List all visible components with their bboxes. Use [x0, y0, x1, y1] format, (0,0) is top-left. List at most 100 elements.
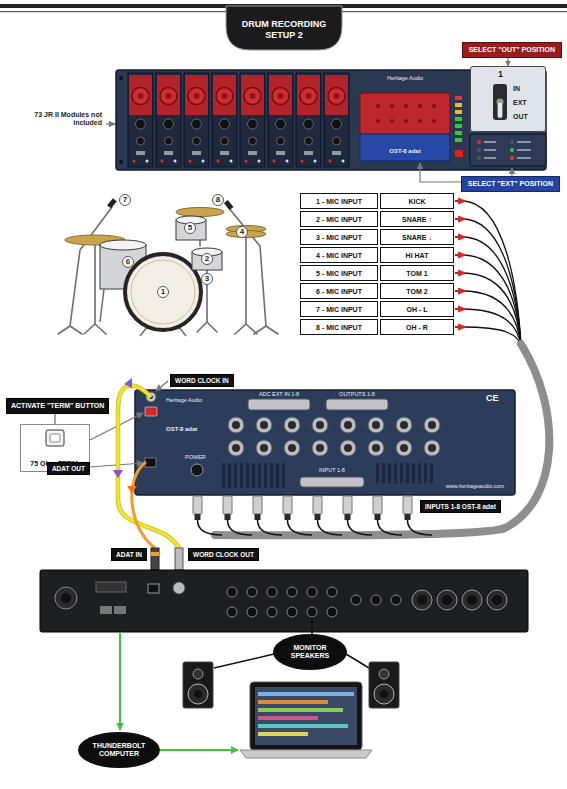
node-text: ACTIVATE "TERM" BUTTON [11, 402, 104, 410]
connector-label: WORD CLOCK IN [170, 374, 234, 387]
back-panel [232, 444, 240, 452]
mic-cable [455, 198, 521, 347]
preamp-rack [418, 104, 422, 108]
callout-number: 8 [212, 194, 224, 206]
panel-print: www.heritageaudio.com [446, 484, 504, 490]
preamp-rack [376, 104, 380, 108]
laptop [258, 732, 308, 736]
drum-kit [58, 198, 278, 336]
monitor-speaker [183, 662, 213, 708]
xlr-plug [228, 520, 253, 535]
preamp-rack [455, 150, 463, 157]
callout-number: 1 [157, 286, 169, 298]
back-panel [135, 390, 515, 495]
panel-print: ADC EXT IN 1-8 [259, 392, 299, 398]
back-panel [376, 463, 379, 483]
xlr-plug [288, 520, 313, 535]
node-text: SELECT "EXT" POSITION [468, 180, 553, 188]
preamp-rack [455, 110, 462, 114]
back-panel [372, 421, 380, 429]
audio-interface [55, 587, 77, 609]
node-text: 1 [498, 70, 503, 79]
thunderbolt-link [120, 632, 238, 750]
preamp-rack [296, 73, 321, 167]
table-cell: 6 - MIC INPUT [300, 283, 378, 299]
panel-print: POWER [185, 455, 206, 461]
node-text: ADAT IN [116, 551, 142, 558]
back-panel [228, 463, 231, 488]
mic-cable [458, 234, 467, 241]
laptop [258, 700, 328, 704]
xlr-plug [375, 514, 381, 520]
back-panel [256, 417, 272, 433]
connector-label: ADAT IN [111, 548, 147, 561]
table-cell: TOM 2 [380, 283, 454, 299]
callout-number: 5 [184, 222, 196, 234]
back-panel [246, 463, 249, 488]
audio-interface [96, 582, 126, 592]
node-text: THUNDERBOLT COMPUTER [91, 742, 147, 758]
audio-interface [412, 590, 507, 610]
xlr-plug [408, 520, 433, 535]
drum-kit [58, 326, 82, 334]
xlr-plug [405, 514, 411, 520]
audio-interface [307, 607, 317, 617]
mic-cable [455, 273, 521, 346]
mic-cable [458, 252, 467, 259]
switch-illustration [470, 66, 546, 132]
back-panel [396, 417, 412, 433]
audio-interface [487, 590, 507, 610]
back-panel [270, 463, 273, 488]
callout-number: 6 [122, 256, 134, 268]
instruction-tag: SELECT "OUT" POSITION [462, 42, 562, 58]
back-panel [284, 417, 300, 433]
xlr-plug [285, 514, 291, 520]
mic-cable [458, 198, 467, 205]
monitor-speaker [379, 669, 389, 679]
audio-interface [148, 584, 159, 593]
diagram-title: DRUM RECORDING SETUP 2 [238, 19, 330, 41]
monitor-speaker [194, 690, 202, 698]
preamp-rack [390, 119, 394, 123]
mic-cable [458, 198, 467, 331]
panel-print: INPUT 1-8 [319, 468, 345, 474]
drum-kit [100, 240, 146, 250]
audio-interface [351, 595, 361, 605]
back-panel [388, 463, 391, 483]
xlr-plug [255, 514, 261, 520]
monitor-speaker [188, 684, 208, 704]
back-panel [412, 463, 415, 483]
back-panel [400, 421, 408, 429]
callout-number: 4 [236, 226, 248, 238]
xlr-plug [403, 496, 412, 514]
xlr-plug [258, 520, 283, 535]
back-panel [326, 399, 388, 410]
back-panel [284, 440, 300, 456]
preamp-rack [360, 134, 450, 161]
back-panel [428, 421, 436, 429]
back-panel [424, 440, 440, 456]
audio-interface [371, 595, 381, 605]
back-panel [232, 421, 436, 452]
table-cell: OH - L [380, 301, 454, 317]
table-cell: KICK [380, 193, 454, 209]
word-clock-cable [113, 470, 123, 478]
back-panel [396, 440, 412, 456]
preamp-rack [360, 93, 450, 134]
thunderbolt-link [119, 632, 121, 730]
switch-illustration [493, 84, 507, 120]
monitor-speaker [369, 662, 399, 708]
table-cell: SNARE ↓ [380, 229, 454, 245]
node-text: IN [513, 85, 520, 92]
xlr-plug [313, 496, 322, 514]
term-button-icon [50, 434, 60, 442]
node-text: SELECT "OUT" POSITION [469, 46, 555, 54]
xlr-plug [193, 496, 202, 514]
audio-interface [412, 590, 432, 610]
back-panel [232, 421, 240, 429]
audio-interface [247, 587, 257, 597]
mic-cable [455, 201, 521, 346]
preamp-rack [455, 103, 462, 107]
xlr-plug [345, 514, 351, 520]
led-panel [470, 134, 546, 166]
